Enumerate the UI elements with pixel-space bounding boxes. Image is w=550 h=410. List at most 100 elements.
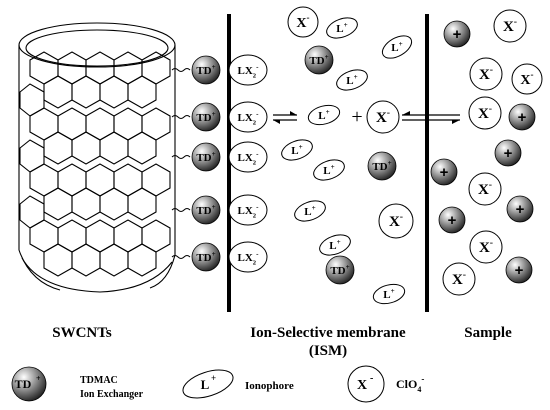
tether-4 bbox=[171, 208, 191, 212]
ionophore-label: L+ bbox=[336, 21, 347, 35]
anion-circle bbox=[287, 6, 319, 38]
cation-label: + bbox=[504, 145, 513, 162]
cation-label: + bbox=[448, 212, 457, 229]
lx2-oval bbox=[228, 241, 268, 273]
cation-label: + bbox=[440, 164, 449, 181]
anion-circle bbox=[442, 262, 476, 296]
td-sphere bbox=[304, 45, 334, 75]
ionophore-1: L+ bbox=[326, 17, 358, 39]
ionophore-oval bbox=[281, 139, 313, 161]
td-ion-label: TD+ bbox=[196, 63, 215, 77]
lx2-oval bbox=[228, 141, 268, 173]
legend-td-symbol-sup: + bbox=[36, 374, 41, 383]
lx2-complex-label: LX2- bbox=[238, 250, 260, 266]
td-sphere bbox=[191, 102, 221, 132]
anion-5: X- bbox=[469, 57, 503, 91]
ionophore-6: L+ bbox=[313, 159, 345, 181]
legend-anion-circle bbox=[347, 365, 385, 403]
td-sphere bbox=[191, 55, 221, 85]
td-sphere bbox=[191, 242, 221, 272]
anion-8: X- bbox=[468, 172, 502, 206]
td-sphere bbox=[191, 195, 221, 225]
td-ion-label: TD+ bbox=[309, 53, 328, 67]
anion-6: X- bbox=[511, 63, 543, 95]
tether-group bbox=[171, 68, 191, 259]
anion-label: X- bbox=[520, 70, 533, 88]
td-ion-8: TD+ bbox=[325, 255, 355, 285]
anion-circle bbox=[366, 100, 400, 134]
swcnt-label: SWCNTs bbox=[52, 325, 112, 341]
species-layer: TD+LX2-TD+LX2-TD+LX2-TD+LX2-TD+LX2-TD+TD… bbox=[191, 6, 543, 305]
lx2-complex-5: LX2- bbox=[228, 241, 268, 273]
anion-label: X- bbox=[478, 179, 492, 198]
lx2-oval bbox=[228, 194, 268, 226]
anion-label: X- bbox=[389, 211, 403, 230]
cation-2: + bbox=[508, 103, 536, 131]
lx2-complex-label: LX2- bbox=[238, 203, 260, 219]
lx2-complex-label: LX2- bbox=[238, 63, 260, 79]
lx2-oval bbox=[228, 54, 268, 86]
anion-label: X- bbox=[376, 107, 390, 126]
lx2-oval bbox=[228, 101, 268, 133]
cation-sphere bbox=[505, 256, 533, 284]
anion-label: X- bbox=[296, 13, 309, 31]
legend-td-symbol: TD bbox=[15, 377, 32, 391]
legend-ionophore-oval bbox=[182, 369, 234, 399]
ionophore-4: L+ bbox=[307, 104, 341, 126]
ionophore-oval bbox=[372, 283, 406, 305]
cation-sphere bbox=[508, 103, 536, 131]
cation-label: + bbox=[515, 262, 524, 279]
anion-label: X- bbox=[452, 269, 466, 288]
legend-anion-item: X - ClO4- bbox=[347, 365, 424, 403]
cation-sphere bbox=[443, 20, 471, 48]
cation-5: + bbox=[506, 195, 534, 223]
ionophore-8: L+ bbox=[319, 234, 351, 256]
ionophore-oval bbox=[307, 104, 341, 126]
tether-1 bbox=[171, 68, 191, 72]
anion-3: X- bbox=[378, 203, 414, 239]
cation-sphere bbox=[438, 206, 466, 234]
ionophore-oval bbox=[313, 159, 345, 181]
anion-circle bbox=[469, 230, 503, 264]
lx2-complex-4: LX2- bbox=[228, 194, 268, 226]
ionophore-9: L+ bbox=[372, 283, 406, 305]
td-ion-label: TD+ bbox=[330, 263, 349, 277]
anion-label: X- bbox=[478, 103, 492, 122]
legend-td-line1: TDMAC bbox=[80, 375, 118, 386]
legend-anion-symbol-sup: - bbox=[370, 373, 373, 384]
legend-ionophore-item: L + Ionophore bbox=[182, 369, 294, 399]
anion-circle bbox=[469, 57, 503, 91]
lx2-complex-label: LX2- bbox=[238, 110, 260, 126]
ism-label-line2: (ISM) bbox=[309, 343, 347, 359]
td-ion-5: TD+ bbox=[191, 242, 221, 272]
legend-td-sphere bbox=[11, 366, 47, 402]
lx2-complex-label: LX2- bbox=[238, 150, 260, 166]
legend-ionophore-label: Ionophore bbox=[245, 380, 294, 392]
td-ion-2: TD+ bbox=[191, 102, 221, 132]
equilibrium-arrow-left bbox=[273, 111, 297, 124]
anion-9: X- bbox=[469, 230, 503, 264]
legend-anion-label: ClO4- bbox=[396, 374, 424, 394]
td-ion-label: TD+ bbox=[196, 250, 215, 264]
anion-label: X- bbox=[479, 64, 493, 83]
anion-circle bbox=[468, 96, 502, 130]
anion-1: X- bbox=[287, 6, 319, 38]
legend-anion-symbol: X bbox=[357, 378, 367, 393]
ionophore-label: L+ bbox=[346, 73, 357, 87]
anion-4: X- bbox=[493, 9, 527, 43]
swcnt-nanotube bbox=[18, 22, 176, 293]
ionophore-oval bbox=[326, 17, 358, 39]
cation-label: + bbox=[518, 109, 527, 126]
ionophore-label: L+ bbox=[291, 143, 302, 157]
lx2-complex-2: LX2- bbox=[228, 101, 268, 133]
td-sphere bbox=[367, 151, 397, 181]
cation-sphere bbox=[494, 139, 522, 167]
td-ion-label: TD+ bbox=[196, 110, 215, 124]
tether-5 bbox=[171, 255, 191, 259]
ionophore-label: L+ bbox=[391, 40, 402, 54]
legend-ionophore-symbol-sup: + bbox=[211, 373, 216, 383]
td-ion-label: TD+ bbox=[196, 203, 215, 217]
ionophore-oval bbox=[336, 69, 368, 91]
legend-td-line2: Ion Exchanger bbox=[80, 389, 144, 400]
